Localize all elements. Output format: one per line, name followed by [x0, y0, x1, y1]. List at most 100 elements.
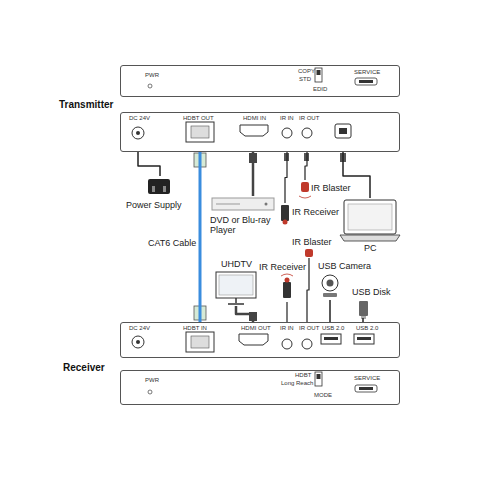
device-label: IR Blaster: [311, 183, 351, 193]
cable-label: CAT6 Cable: [146, 238, 198, 248]
cable: [286, 302, 287, 322]
ir-out-jack: [302, 128, 312, 138]
device-label: IR Receiver: [259, 262, 306, 272]
disc-tray: [216, 204, 240, 205]
device-panel: TransmitterDC 24VHDBT OUTHDMI INIR INIR …: [120, 112, 400, 152]
mode-switch: [315, 372, 322, 386]
ir-receiver-eye: [285, 278, 290, 283]
device-box: IR Blaster: [298, 180, 353, 196]
usb-disk-icon: [359, 301, 368, 316]
hdmi-port: [239, 334, 268, 345]
dc-jack: [132, 336, 144, 348]
port-label: IR IN: [280, 115, 294, 122]
service-port-inner: [359, 387, 373, 390]
edid-switch: [315, 68, 322, 82]
rj45-port: [186, 122, 214, 142]
player-button: [265, 203, 268, 206]
adapter-prong: [163, 186, 166, 192]
laptop-display: [348, 204, 392, 230]
port-label: HDBT OUT: [183, 115, 214, 122]
port-label: STD: [299, 76, 311, 83]
ir-blaster-icon: [301, 182, 309, 192]
port-label: HDMI IN: [243, 115, 266, 122]
cable: [252, 152, 255, 196]
rj45-port-inner: [191, 126, 209, 138]
ir-out-jack: [302, 339, 312, 349]
usb-a-port: [321, 334, 341, 344]
usb-a-port: [354, 334, 374, 344]
port-label: HDBT: [295, 372, 311, 379]
ir-wave: [281, 274, 293, 276]
dc-jack-pin: [136, 131, 140, 135]
cable: [285, 152, 287, 203]
cable: [307, 258, 309, 322]
tv-screen: [216, 272, 256, 298]
dc-jack: [132, 127, 144, 139]
usb-a-port-inner: [324, 337, 338, 340]
device-label: Power Supply: [126, 200, 182, 210]
service-port: [355, 78, 377, 85]
laptop-base: [340, 235, 400, 241]
port-label: PWR: [145, 377, 159, 384]
rj45-port: [186, 332, 214, 352]
device-label: IR Blaster: [292, 237, 332, 247]
device-box: IR Blaster: [290, 235, 335, 258]
port-label: USB 2.0: [322, 325, 344, 332]
laptop-screen: [344, 200, 396, 234]
camera-body: [322, 275, 338, 291]
port-label: IR IN: [280, 325, 294, 332]
ir-in-jack: [282, 128, 292, 138]
cable: [236, 306, 253, 322]
camera-base: [323, 293, 337, 297]
port-label: HDMI OUT: [241, 325, 271, 332]
ir-receiver-icon: [283, 282, 291, 298]
service-port: [355, 385, 377, 392]
device-box: DVD or Blu-ray Player: [205, 196, 282, 238]
port-label: COPY: [298, 68, 315, 75]
device-box: Power Supply: [120, 176, 200, 212]
port-label: EDID: [313, 86, 327, 93]
ir-in-jack: [282, 339, 292, 349]
port-label: SERVICE: [354, 375, 380, 382]
port-label: PWR: [145, 72, 159, 79]
adapter-prong: [152, 186, 155, 192]
port-label: DC 24V: [129, 115, 150, 122]
power-led: [148, 84, 152, 88]
ir-wave: [299, 196, 311, 198]
usb-a-port-inner: [357, 337, 371, 340]
power-adapter: [148, 179, 170, 194]
device-box: USB Disk: [350, 285, 394, 318]
device-panel: PWR HDBTLong ReachMODE SERVICE: [120, 370, 400, 405]
device-label: DVD or Blu-ray Player: [210, 215, 280, 236]
cat6-cable: [199, 152, 202, 322]
service-port-inner: [359, 80, 373, 83]
tv-foot: [228, 303, 244, 305]
device-label: USB Camera: [318, 261, 371, 271]
device-label: PC: [364, 243, 377, 253]
ir-receiver-icon: [281, 205, 289, 221]
device-box: PC: [338, 198, 402, 255]
tv-stand: [235, 298, 237, 303]
device-label: IR Receiver: [292, 207, 339, 217]
camera-lens: [327, 280, 334, 287]
unit-heading: Transmitter: [59, 99, 113, 111]
ir-receiver-eye: [283, 220, 288, 225]
unit-heading: Receiver: [63, 362, 105, 374]
port-label: USB 2.0: [356, 325, 378, 332]
tv-display: [219, 275, 253, 295]
device-box: IR Receiver: [257, 260, 308, 302]
port-label: HDBT IN: [183, 325, 207, 332]
port-label: Long Reach: [281, 380, 313, 387]
device-box: UHDTV: [214, 257, 258, 306]
rj45-port-inner: [191, 336, 209, 348]
power-led: [148, 390, 152, 394]
dc-jack-pin: [136, 340, 140, 344]
port-label: MODE: [314, 392, 332, 399]
ir-blaster-icon: [305, 249, 313, 257]
cable: [138, 152, 160, 176]
cable: [305, 152, 307, 180]
